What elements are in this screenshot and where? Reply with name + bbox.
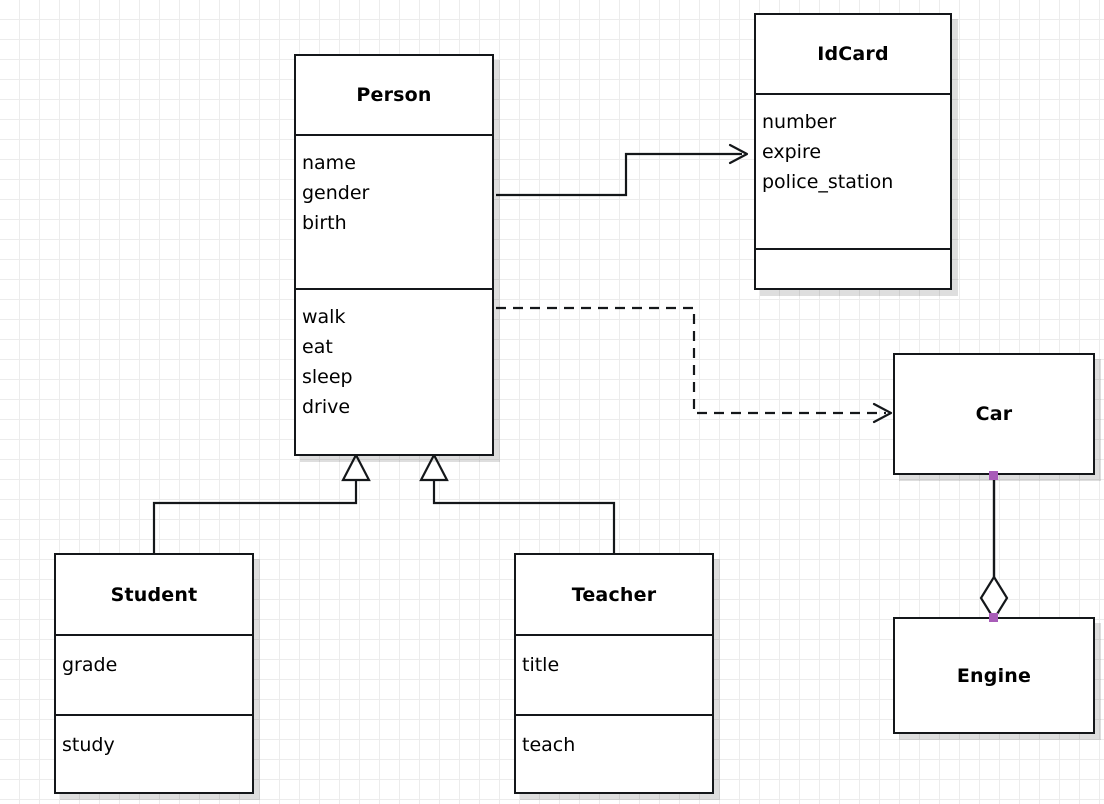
edge-handle-car-end[interactable]: [989, 471, 998, 480]
open-arrow-icon: [872, 402, 893, 424]
attribute-item: title: [522, 654, 560, 676]
class-box-student[interactable]: Student grade study: [54, 553, 254, 794]
class-box-car[interactable]: Car: [893, 353, 1095, 475]
class-box-idcard[interactable]: IdCard number expire police_station: [754, 13, 952, 290]
method-item: walk: [302, 306, 346, 328]
class-box-teacher[interactable]: Teacher title teach: [514, 553, 714, 794]
class-attributes-teacher: title: [516, 634, 712, 714]
class-methods-teacher: teach: [516, 714, 712, 794]
attribute-item: birth: [302, 212, 347, 234]
class-title-car: Car: [975, 403, 1013, 425]
attribute-item: number: [762, 111, 837, 133]
hollow-triangle-icon: [419, 452, 449, 482]
attribute-item: name: [302, 152, 356, 174]
edge-student-person[interactable]: [152, 452, 371, 553]
hollow-triangle-icon: [341, 452, 371, 482]
class-title-idcard: IdCard: [817, 43, 889, 65]
attribute-item: police_station: [762, 171, 894, 193]
attribute-item: grade: [62, 654, 118, 676]
class-methods-idcard: [756, 248, 950, 290]
edge-person-car[interactable]: [496, 306, 893, 424]
attribute-item: gender: [302, 182, 370, 204]
class-title-engine: Engine: [956, 664, 1032, 687]
method-item: eat: [302, 336, 333, 358]
method-item: teach: [522, 734, 576, 756]
class-box-person[interactable]: Person name gender birth walk eat sleep …: [294, 54, 494, 456]
method-item: study: [62, 734, 115, 756]
method-item: sleep: [302, 366, 353, 388]
edge-car-engine[interactable]: [979, 476, 1009, 622]
class-attributes-student: grade: [56, 634, 252, 714]
attribute-item: expire: [762, 141, 822, 163]
open-arrow-icon: [728, 143, 749, 165]
class-methods-student: study: [56, 714, 252, 794]
class-attributes-person: name gender birth: [296, 134, 492, 288]
class-title-student: Student: [110, 583, 198, 606]
class-methods-person: walk eat sleep drive: [296, 288, 492, 454]
edge-teacher-person[interactable]: [419, 452, 616, 553]
class-title-person: Person: [356, 84, 432, 106]
class-box-engine[interactable]: Engine: [893, 617, 1095, 734]
method-item: drive: [302, 396, 351, 418]
edge-handle-engine-end[interactable]: [989, 613, 998, 622]
class-title-teacher: Teacher: [571, 583, 657, 606]
edge-person-idcard[interactable]: [496, 143, 749, 197]
class-attributes-idcard: number expire police_station: [756, 93, 950, 248]
